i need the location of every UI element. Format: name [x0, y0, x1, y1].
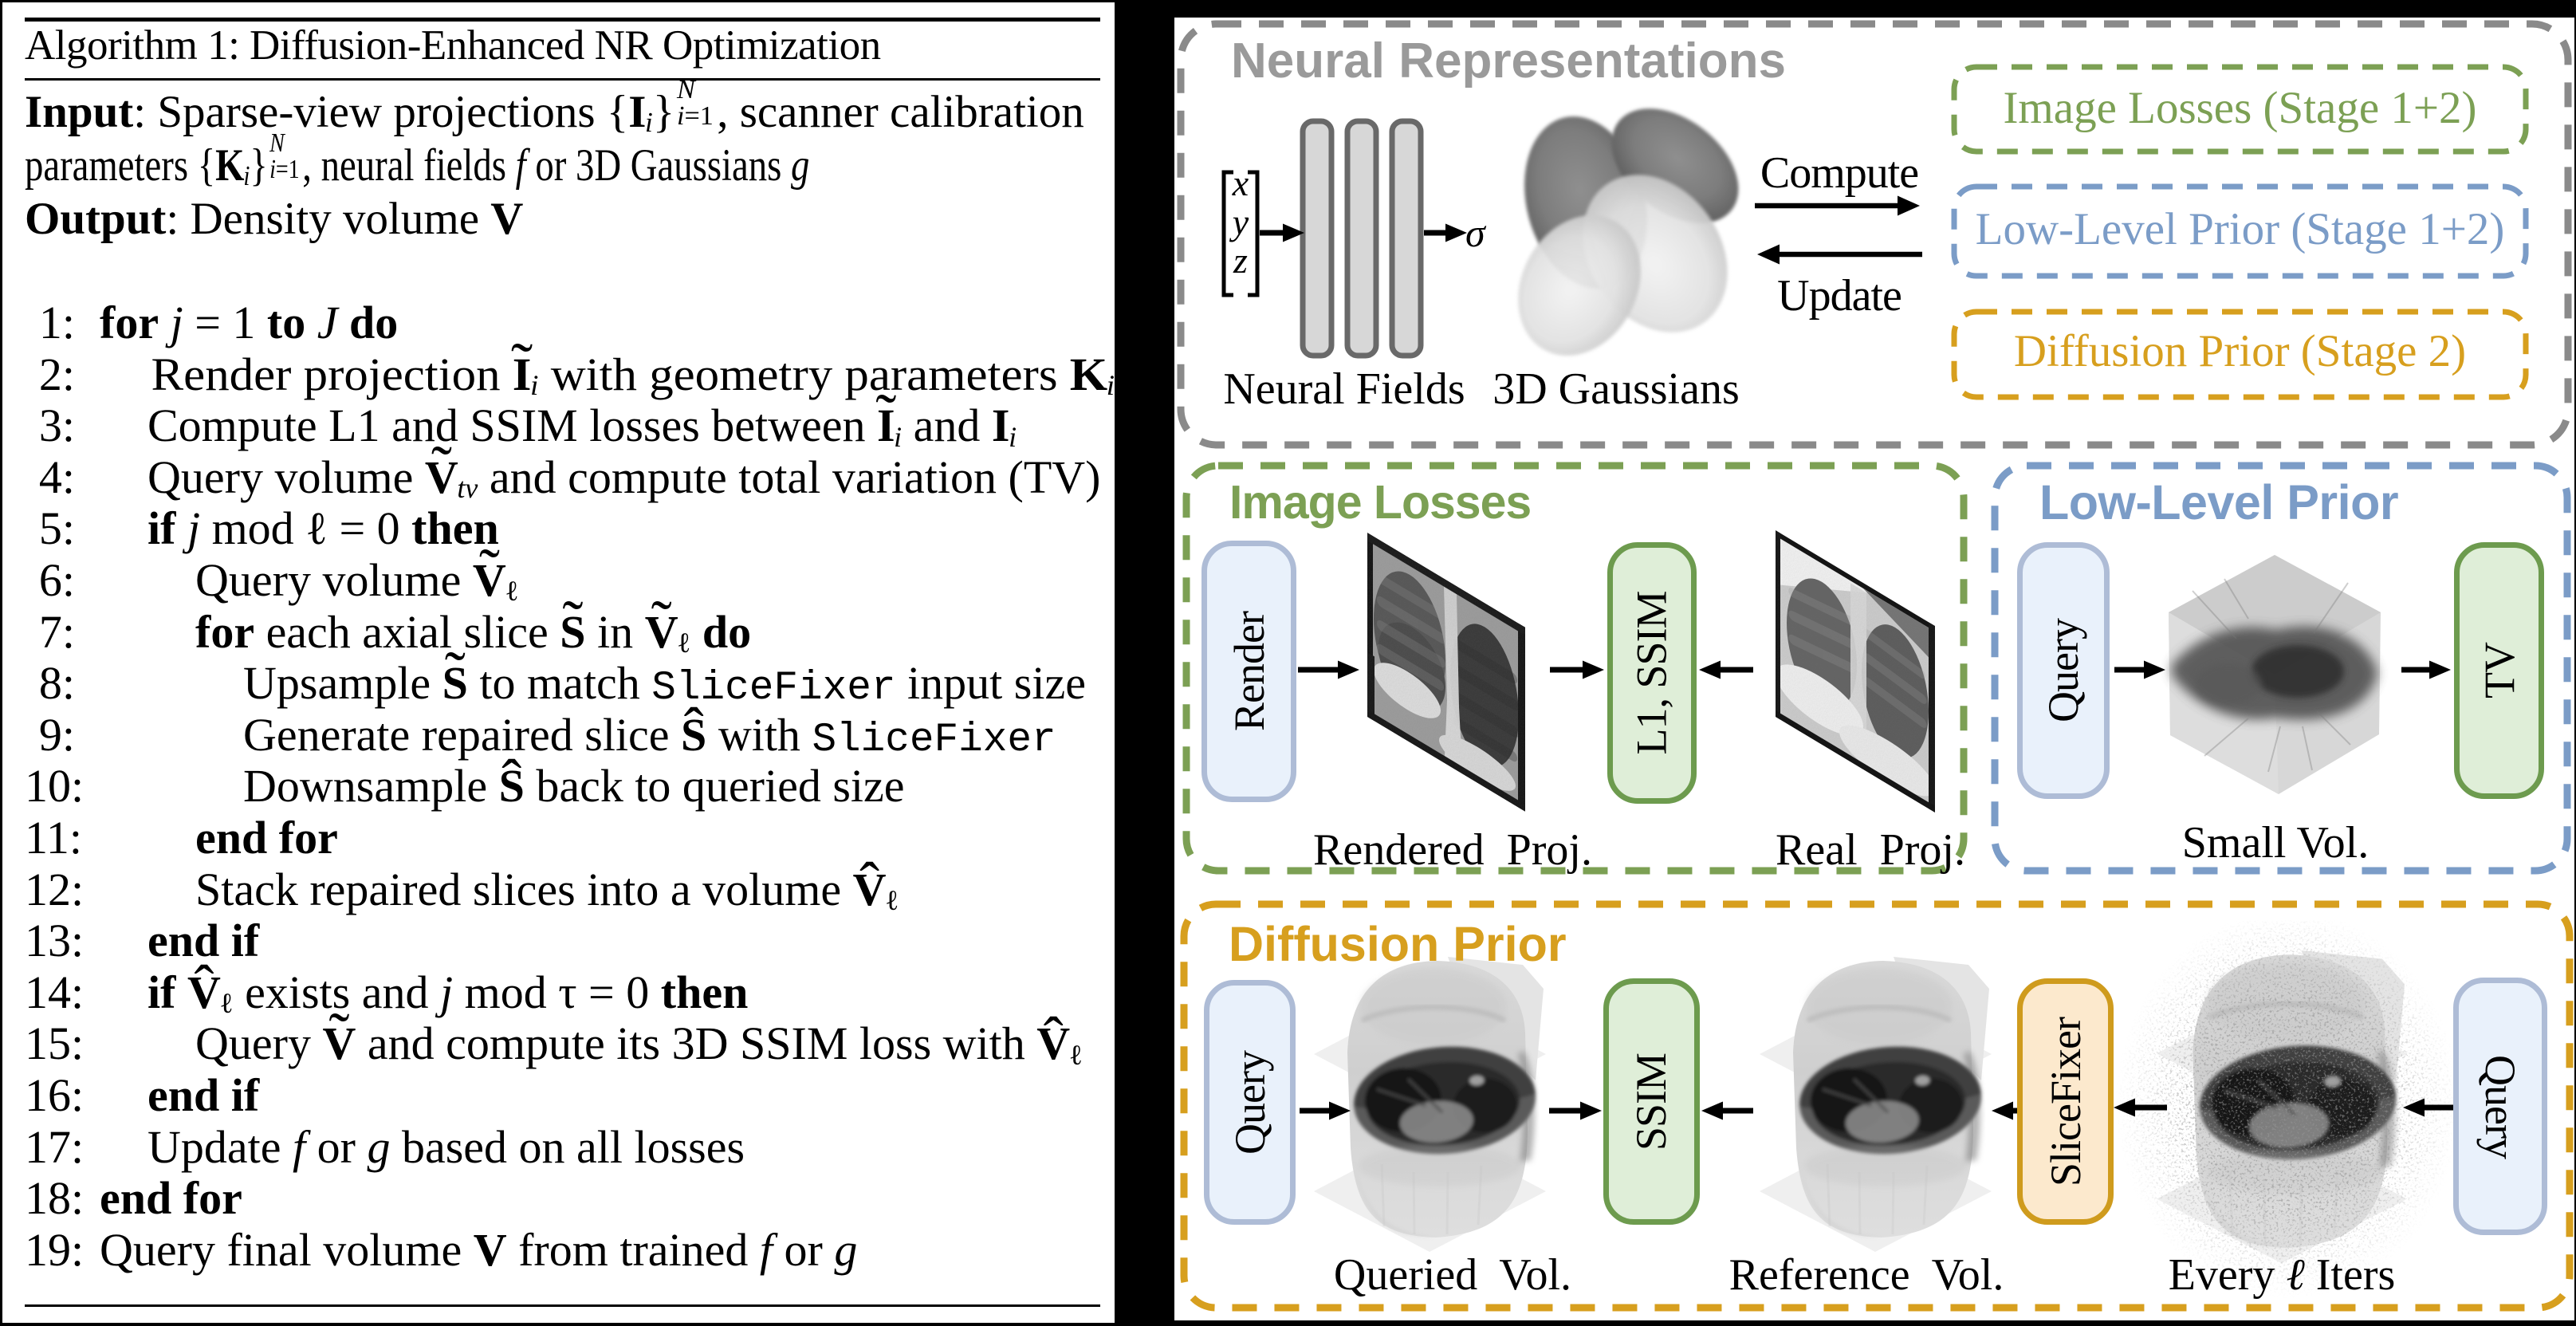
svg-text:z: z: [1233, 240, 1248, 281]
svg-text:σ: σ: [1465, 211, 1487, 255]
svg-text:x: x: [1232, 163, 1249, 203]
svg-text:y: y: [1229, 202, 1249, 242]
